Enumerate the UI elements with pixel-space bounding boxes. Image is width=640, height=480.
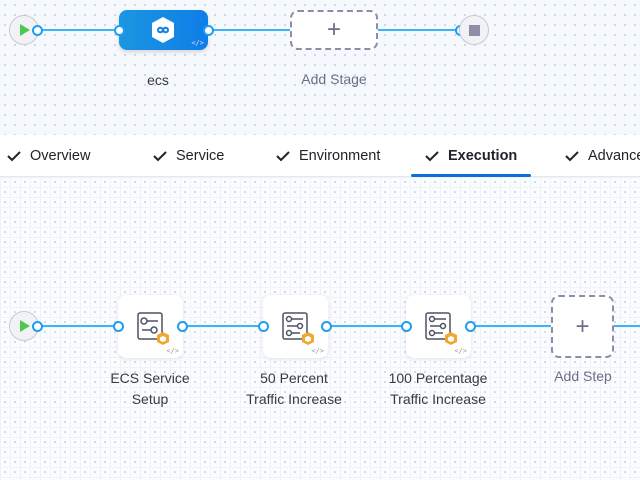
stage-label: ecs: [147, 72, 169, 88]
port: [321, 321, 332, 332]
play-icon: [20, 24, 30, 36]
play-icon: [20, 320, 30, 332]
step-100-percentage-traffic[interactable]: </>: [406, 295, 471, 358]
step-ecs-service-setup[interactable]: </>: [118, 295, 183, 358]
connector: [37, 325, 119, 327]
port: [465, 321, 476, 332]
check-icon: [153, 151, 167, 162]
step-config-icon: [137, 312, 169, 345]
connector: [471, 325, 551, 327]
tab-service[interactable]: Service: [152, 135, 224, 177]
tab-label: Advanced: [588, 148, 640, 164]
step-label-line: Traffic Increase: [246, 391, 342, 407]
step-config-icon: [282, 312, 314, 345]
stage-ecs[interactable]: </>: [119, 10, 208, 50]
add-stage-button[interactable]: +: [290, 10, 378, 50]
code-icon: </>: [166, 347, 179, 355]
plus-icon: +: [326, 16, 341, 43]
connector: [208, 29, 290, 31]
step-label-line: Setup: [131, 391, 169, 407]
step-label-line: ECS Service: [110, 370, 190, 386]
tab-advanced[interactable]: Advanced: [564, 135, 640, 177]
stop-icon: [469, 25, 480, 36]
check-icon: [276, 151, 290, 162]
tab-environment[interactable]: Environment: [275, 135, 380, 177]
connector: [327, 325, 406, 327]
step-label-line: Traffic Increase: [390, 391, 486, 407]
port: [203, 25, 214, 36]
port: [401, 321, 412, 332]
add-step-label: Add Step: [554, 368, 612, 384]
tab-label: Service: [176, 148, 225, 164]
connector: [37, 29, 119, 31]
step-label-line: 100 Percentage: [388, 370, 488, 386]
code-icon: </>: [311, 347, 324, 355]
connector: [614, 325, 640, 327]
connector: [183, 325, 263, 327]
tab-label: Execution: [448, 148, 518, 164]
add-step-button[interactable]: +: [551, 295, 614, 358]
active-tab-indicator: [411, 174, 531, 177]
plus-icon: +: [575, 312, 590, 340]
check-icon: [7, 151, 21, 162]
tab-execution[interactable]: Execution: [424, 135, 517, 177]
check-icon: [565, 151, 579, 162]
step-config-icon: [425, 312, 457, 345]
port: [258, 321, 269, 332]
port: [114, 25, 125, 36]
step-label-line: 50 Percent: [260, 370, 328, 386]
check-icon: [425, 151, 439, 162]
step-50-percent-traffic[interactable]: </>: [263, 295, 328, 358]
pipeline-end-node: [459, 15, 489, 45]
stage-tabs: Overview Service Environment Execution A…: [0, 135, 640, 177]
tab-overview[interactable]: Overview: [6, 135, 90, 177]
connector: [378, 29, 460, 31]
tab-label: Overview: [30, 148, 91, 164]
port: [177, 321, 188, 332]
ecs-infinity-icon: [152, 17, 174, 43]
code-icon: </>: [191, 39, 204, 47]
port: [32, 321, 43, 332]
add-stage-label: Add Stage: [301, 71, 367, 87]
port: [32, 25, 43, 36]
tab-label: Environment: [299, 148, 381, 164]
code-icon: </>: [454, 347, 467, 355]
port: [113, 321, 124, 332]
